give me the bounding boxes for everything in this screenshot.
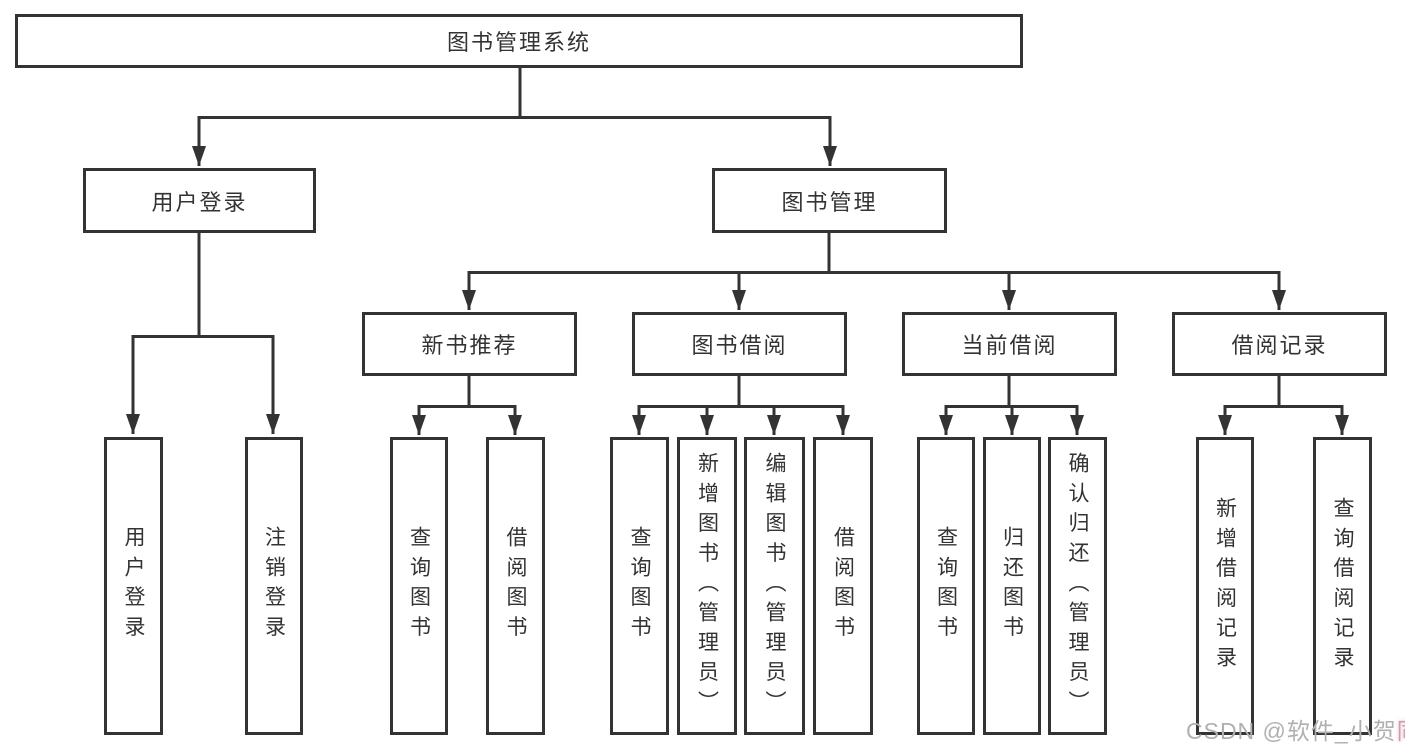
- watermark-suffix: 同学: [1397, 718, 1405, 744]
- leaf-query-books: 查询图书: [917, 437, 975, 735]
- node-borrowing-records: 借阅记录: [1172, 312, 1387, 376]
- leaf-user-login: 用户登录: [104, 437, 163, 735]
- leaf-add-borrow-record: 新增借阅记录: [1196, 437, 1254, 735]
- leaf-logout: 注销登录: [245, 437, 303, 735]
- leaf-return-books: 归还图书: [983, 437, 1041, 735]
- leaf-borrow-books: 借阅图书: [486, 437, 545, 735]
- leaf-borrow-books: 借阅图书: [813, 437, 873, 735]
- node-user-login: 用户登录: [83, 168, 316, 233]
- node-book-borrowing: 图书借阅: [632, 312, 847, 376]
- csdn-watermark: CSDN @软件_小贺同学: [1186, 712, 1405, 746]
- leaf-query-books: 查询图书: [610, 437, 669, 735]
- node-book-management: 图书管理: [712, 168, 947, 233]
- node-library-management-system: 图书管理系统: [15, 14, 1023, 68]
- leaf-add-book-admin: 新增图书（管理员）: [677, 437, 737, 735]
- edges: [126, 68, 1349, 435]
- leaf-query-books: 查询图书: [390, 437, 448, 735]
- leaf-confirm-return-admin: 确认归还（管理员）: [1048, 437, 1107, 735]
- node-current-borrowing: 当前借阅: [902, 312, 1117, 376]
- leaf-query-borrow-record: 查询借阅记录: [1313, 437, 1372, 735]
- node-new-book-recommendation: 新书推荐: [362, 312, 577, 376]
- watermark-prefix: CSDN @软件_小贺: [1186, 718, 1397, 744]
- leaf-edit-book-admin: 编辑图书（管理员）: [744, 437, 805, 735]
